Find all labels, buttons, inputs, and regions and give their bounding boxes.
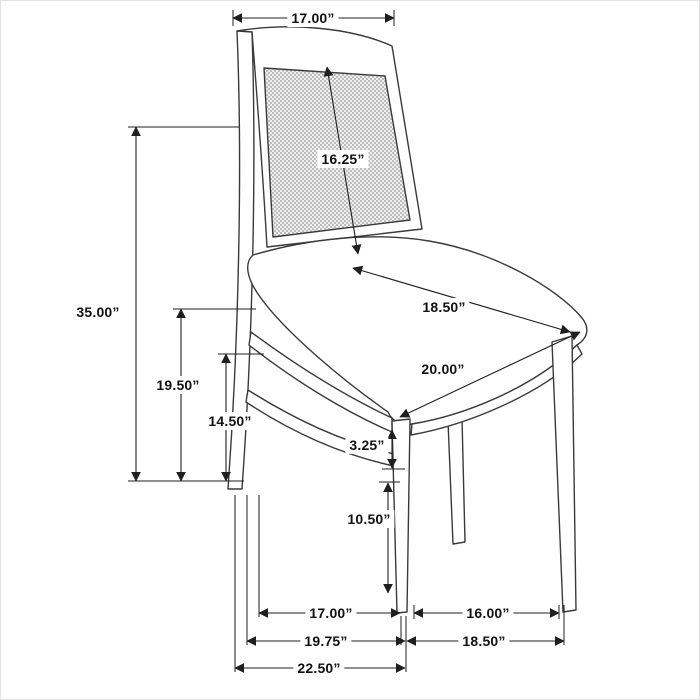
dim-label-back-width: 17.00” — [287, 9, 339, 27]
dim-label-overall-depth: 22.50” — [293, 659, 345, 677]
seat-cushion — [247, 236, 588, 426]
dim-label-overall-height: 35.00” — [72, 303, 124, 321]
dim-label-apron-thickness: 3.25” — [345, 436, 389, 454]
front-right-leg — [551, 335, 577, 613]
dim-label-seat-width: 20.00” — [417, 360, 469, 378]
dim-label-floor-width-inner: 16.00” — [462, 604, 514, 622]
dim-line-seat-width — [399, 331, 581, 418]
front-left-leg — [391, 418, 411, 614]
dim-label-back-height: 19.50” — [152, 376, 204, 394]
dim-label-floor-depth-inner: 17.00” — [305, 604, 357, 622]
dim-label-floor-depth-mid: 19.75” — [300, 632, 352, 650]
rear-left-leg — [227, 30, 255, 490]
dim-label-back-panel-diagonal: 16.25” — [317, 150, 369, 168]
dim-label-seat-diagonal-depth: 18.50” — [418, 298, 470, 316]
dim-label-leg-height: 10.50” — [343, 510, 395, 528]
side-stretcher — [245, 389, 395, 467]
dim-label-seat-back-height: 14.50” — [204, 412, 256, 430]
dim-label-floor-width-outer: 18.50” — [458, 632, 510, 650]
rear-right-leg — [447, 417, 466, 545]
